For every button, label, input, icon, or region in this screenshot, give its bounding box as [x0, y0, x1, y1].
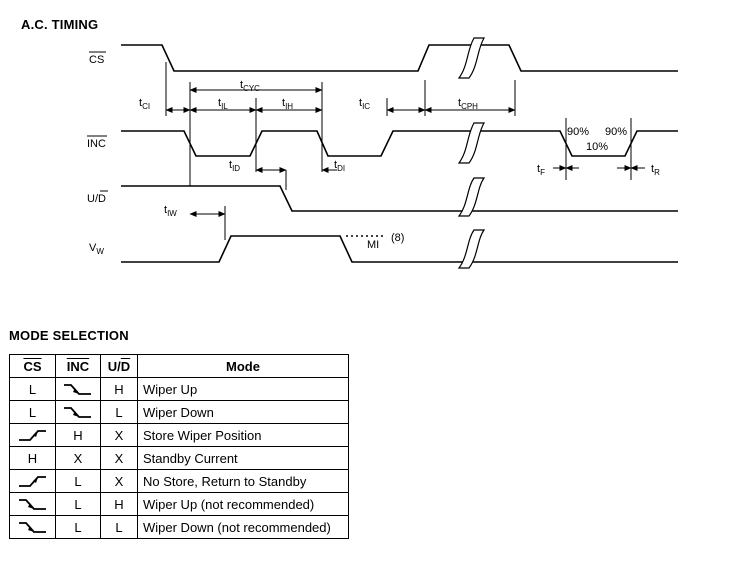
cell-cs: L: [9, 400, 56, 424]
falling-edge-icon: [64, 384, 91, 395]
cell-inc: [55, 400, 101, 424]
cell-cs: H: [9, 446, 56, 470]
timing-diagram: CS INC U/D VW: [87, 37, 678, 269]
cell-mode: Store Wiper Position: [137, 423, 349, 447]
ac-timing-heading: A.C. TIMING: [21, 17, 99, 32]
rising-edge-icon: [18, 430, 46, 441]
svg-text:VW: VW: [89, 242, 104, 256]
mi-label: MI: [367, 239, 379, 251]
param-tiw: tIW: [164, 204, 177, 218]
timing-reference-lines: [165, 62, 632, 240]
cell-inc: L: [55, 469, 101, 493]
param-tcph: tCPH: [458, 97, 478, 111]
falling-edge-icon: [18, 522, 46, 533]
cell-cs: [9, 515, 56, 539]
inc-waveform: [121, 130, 678, 157]
cell-cs: [9, 469, 56, 493]
param-tdi: tDI: [334, 159, 345, 173]
cell-ud: L: [100, 400, 138, 424]
cell-mode: Wiper Up: [137, 377, 349, 401]
cell-inc: [55, 377, 101, 401]
svg-text:CS: CS: [89, 54, 104, 66]
signal-label-ud: U/D: [87, 190, 108, 205]
cell-inc: X: [55, 446, 101, 470]
level-10: 10%: [586, 141, 608, 153]
level-90-left: 90%: [567, 126, 589, 138]
param-tic: tIC: [359, 97, 370, 111]
signal-label-inc: INC: [87, 135, 107, 150]
vw-waveform: [121, 235, 678, 263]
cell-ud: X: [100, 469, 138, 493]
cell-ud: X: [100, 446, 138, 470]
header-ud: U/D: [100, 354, 138, 378]
cell-mode: Wiper Up (not recommended): [137, 492, 349, 516]
param-tid: tID: [229, 159, 240, 173]
cs-waveform: [121, 44, 678, 72]
table-header-row: CS INC U/D Mode: [9, 354, 349, 378]
cell-inc: L: [55, 492, 101, 516]
header-cs: CS: [9, 354, 56, 378]
param-tih: tIH: [282, 97, 293, 111]
falling-edge-icon: [18, 499, 46, 510]
param-tcyc: tCYC: [240, 79, 260, 93]
cell-mode: Wiper Down: [137, 400, 349, 424]
note-ref: (8): [391, 232, 404, 244]
cell-inc: L: [55, 515, 101, 539]
cell-cs: [9, 423, 56, 447]
cell-ud: H: [100, 492, 138, 516]
cell-mode: Standby Current: [137, 446, 349, 470]
ud-waveform: [121, 185, 678, 212]
signal-label-vw: VW: [89, 242, 104, 256]
cell-cs: [9, 492, 56, 516]
mode-selection-heading: MODE SELECTION: [9, 328, 129, 343]
svg-text:U/D: U/D: [87, 193, 106, 205]
param-til: tIL: [218, 97, 228, 111]
svg-text:INC: INC: [87, 138, 106, 150]
header-mode: Mode: [137, 354, 349, 378]
timing-dimension-arrows: [165, 87, 645, 217]
cell-ud: H: [100, 377, 138, 401]
signal-label-cs: CS: [89, 51, 106, 66]
param-tci: tCI: [139, 97, 150, 111]
cell-ud: L: [100, 515, 138, 539]
cell-ud: X: [100, 423, 138, 447]
falling-edge-icon: [64, 407, 91, 418]
cell-mode: Wiper Down (not recommended): [137, 515, 349, 539]
cell-cs: L: [9, 377, 56, 401]
cell-mode: No Store, Return to Standby: [137, 469, 349, 493]
param-tr: tR: [651, 163, 660, 177]
rising-edge-icon: [18, 476, 46, 487]
cell-inc: H: [55, 423, 101, 447]
time-break-marks: [457, 37, 486, 269]
level-90-right: 90%: [605, 126, 627, 138]
param-tf: tF: [537, 163, 545, 177]
header-inc: INC: [55, 354, 101, 378]
